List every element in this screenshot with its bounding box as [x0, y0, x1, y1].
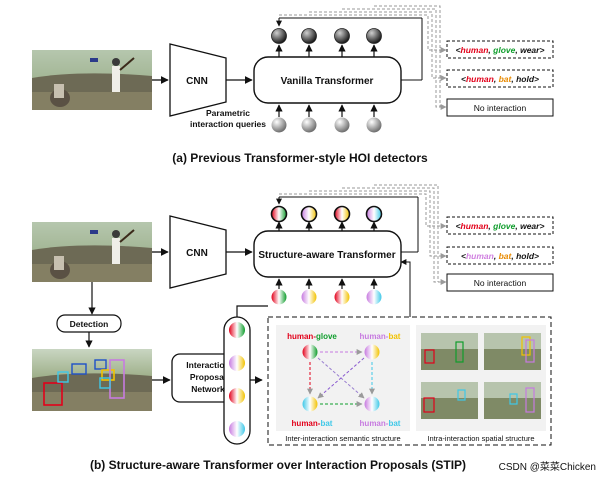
output-label-b-2: <human, bat, hold> — [461, 251, 539, 261]
proposal-query-nodes-b — [271, 278, 382, 305]
output-box-a-2 — [446, 69, 554, 88]
output-box-b-1 — [446, 216, 554, 235]
output-label-b-3: No interaction — [474, 278, 527, 288]
ipn-label-line1: Interaction — [186, 360, 229, 370]
output-node-a-2 — [301, 28, 317, 44]
proposal-node-3 — [229, 388, 245, 404]
ipn-label-line2: Proposal — [190, 372, 226, 382]
watermark: CSDN @菜菜Chicken — [499, 461, 596, 473]
query-node-b-4 — [366, 289, 382, 305]
graph-node-tl — [302, 344, 318, 360]
output-label-a-1: <human, glove, wear> — [456, 45, 545, 55]
output-nodes-b — [270, 205, 383, 231]
cnn-label-a: CNN — [186, 76, 208, 87]
semantic-structure-graph: human-glove human-bat human-bat human-ba… — [276, 325, 410, 443]
queries-label-line2: interaction queries — [190, 119, 266, 129]
graph-label-tl: human-glove — [287, 332, 337, 341]
baseball-photo-detected — [32, 349, 152, 411]
output-node-b-1 — [270, 205, 288, 223]
output-box-a-3 — [446, 98, 554, 117]
query-node-a-1 — [271, 117, 287, 133]
caption-b: (b) Structure-aware Transformer over Int… — [90, 458, 466, 472]
output-box-b-2 — [446, 246, 554, 265]
graph-node-tr — [364, 344, 380, 360]
panel-a: CNN Vanilla Transformer Parametric — [32, 5, 554, 165]
ipn-label-line3: Network — [191, 384, 225, 394]
spatial-structure-caption: Intra-interaction spatial structure — [427, 434, 534, 443]
cnn-block-b — [169, 215, 227, 289]
query-node-a-2 — [301, 117, 317, 133]
output-node-b-4 — [365, 205, 383, 223]
baseball-photo-a — [32, 50, 152, 110]
output-box-a-1 — [446, 40, 554, 59]
output-node-a-1 — [271, 28, 287, 44]
output-node-a-3 — [334, 28, 350, 44]
proposal-node-4 — [229, 421, 245, 437]
graph-node-br — [364, 396, 380, 412]
semantic-structure-caption: Inter-interaction semantic structure — [285, 434, 400, 443]
structure-aware-transformer-label: Structure-aware Transformer — [258, 250, 395, 261]
proposal-node-2 — [229, 355, 245, 371]
output-nodes-a — [271, 28, 382, 57]
cnn-label-b: CNN — [186, 248, 208, 259]
graph-label-tr: human-bat — [360, 332, 401, 341]
query-node-b-1 — [271, 289, 287, 305]
graph-node-bl — [302, 396, 318, 412]
vanilla-transformer-label: Vanilla Transformer — [281, 76, 374, 87]
query-node-b-3 — [334, 289, 350, 305]
graph-label-bl: human-bat — [292, 419, 333, 428]
graph-label-br: human-bat — [360, 419, 401, 428]
structure-aware-transformer-block — [253, 230, 402, 278]
output-node-a-4 — [366, 28, 382, 44]
detection-label: Detection — [70, 319, 109, 329]
query-node-b-2 — [301, 289, 317, 305]
spatial-structure-thumbnails: Intra-interaction spatial structure — [416, 325, 546, 443]
query-nodes-a — [271, 104, 382, 133]
cnn-block-a — [169, 43, 227, 117]
query-node-a-3 — [334, 117, 350, 133]
output-box-b-3 — [446, 273, 554, 292]
routing-lines-b — [276, 184, 447, 317]
query-node-a-4 — [366, 117, 382, 133]
baseball-photo-b-input — [32, 222, 152, 282]
output-label-a-2: <human, bat, hold> — [461, 74, 539, 84]
caption-a: (a) Previous Transformer-style HOI detec… — [172, 151, 428, 165]
output-node-b-2 — [300, 205, 318, 223]
proposal-node-1 — [229, 322, 245, 338]
output-node-b-3 — [333, 205, 351, 223]
routing-lines-a — [276, 5, 447, 110]
output-label-b-1: <human, glove, wear> — [456, 221, 545, 231]
output-label-a-3: No interaction — [474, 103, 527, 113]
panel-b: CNN Structure-aware Transformer — [32, 184, 596, 473]
queries-label-line1: Parametric — [206, 108, 250, 118]
